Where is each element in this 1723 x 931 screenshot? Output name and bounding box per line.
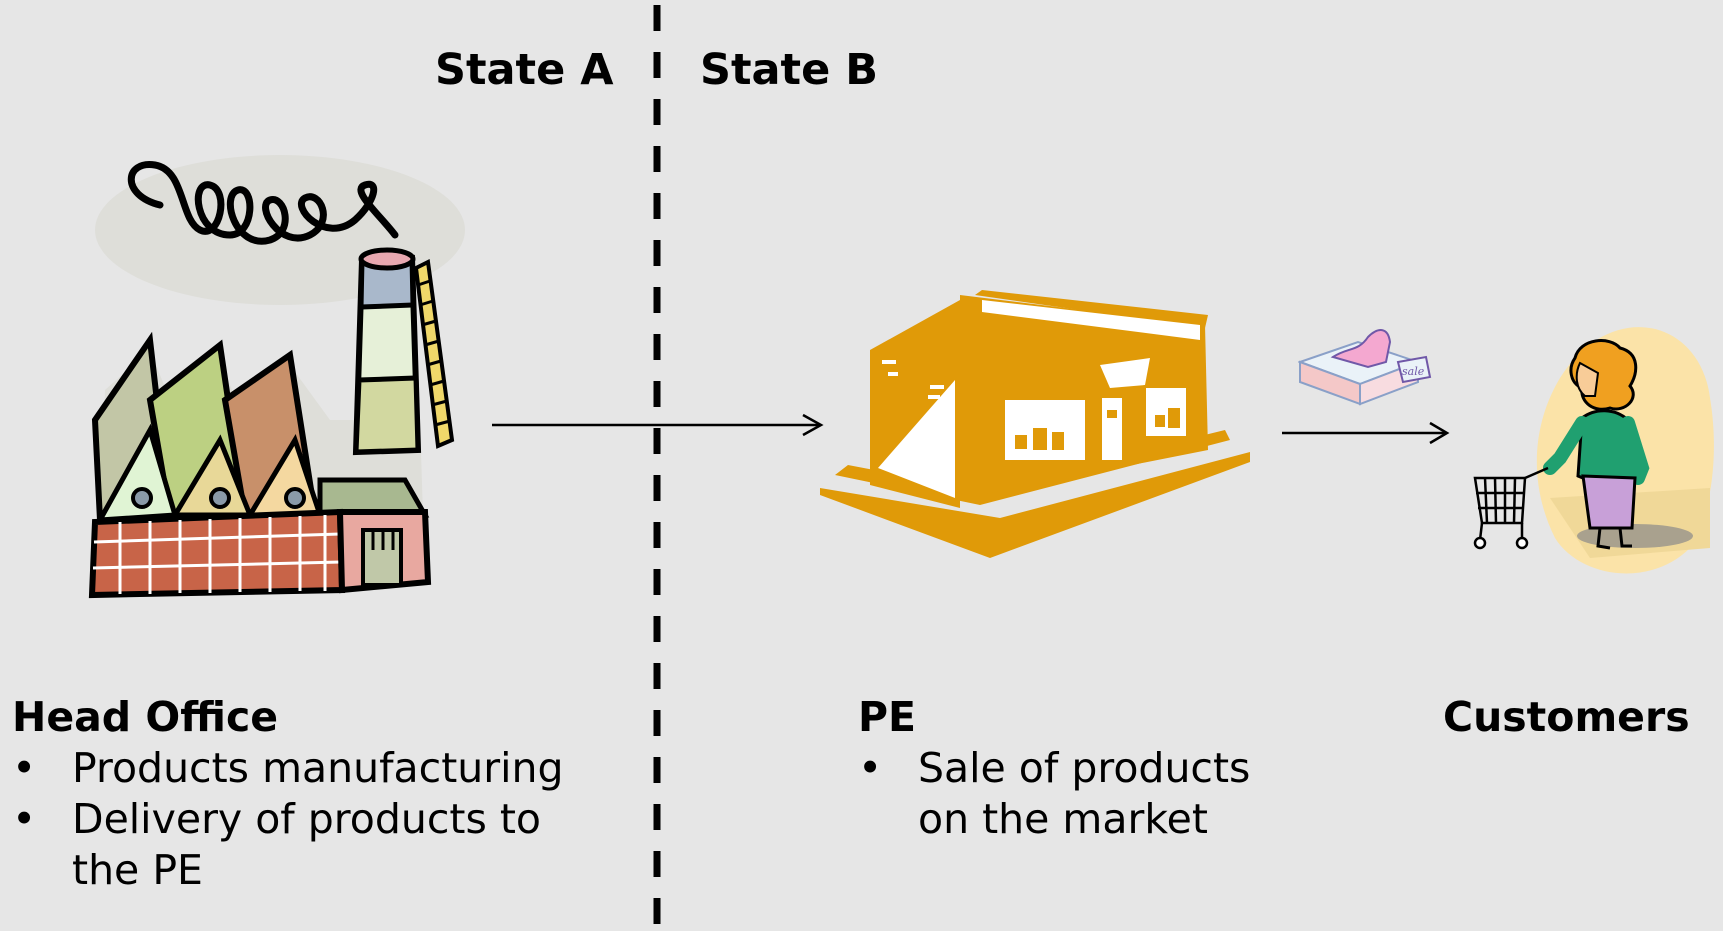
pe-bullet-list: Sale of products on the market bbox=[858, 743, 1288, 845]
state-b-label: State B bbox=[700, 45, 879, 95]
sale-tag: sale bbox=[1402, 365, 1425, 378]
shoe-box-icon: sale bbox=[1298, 329, 1432, 406]
customers-title: Customers bbox=[1443, 693, 1690, 741]
head-office-bullet: Products manufacturing bbox=[12, 743, 612, 794]
head-office-bullet-list: Products manufacturing Delivery of produ… bbox=[12, 743, 612, 896]
state-a-label: State A bbox=[435, 45, 614, 95]
head-office-title: Head Office bbox=[12, 693, 279, 741]
flow-arrow-head-office-to-pe bbox=[492, 413, 824, 437]
flow-arrow-pe-to-customers bbox=[1282, 421, 1450, 445]
factory-icon bbox=[88, 155, 465, 599]
head-office-bullet: Delivery of products to the PE bbox=[12, 794, 612, 896]
customer-shopper-icon bbox=[1473, 327, 1714, 574]
pe-title: PE bbox=[858, 693, 917, 741]
shop-icon bbox=[820, 290, 1250, 558]
pe-bullet: Sale of products on the market bbox=[858, 743, 1288, 845]
